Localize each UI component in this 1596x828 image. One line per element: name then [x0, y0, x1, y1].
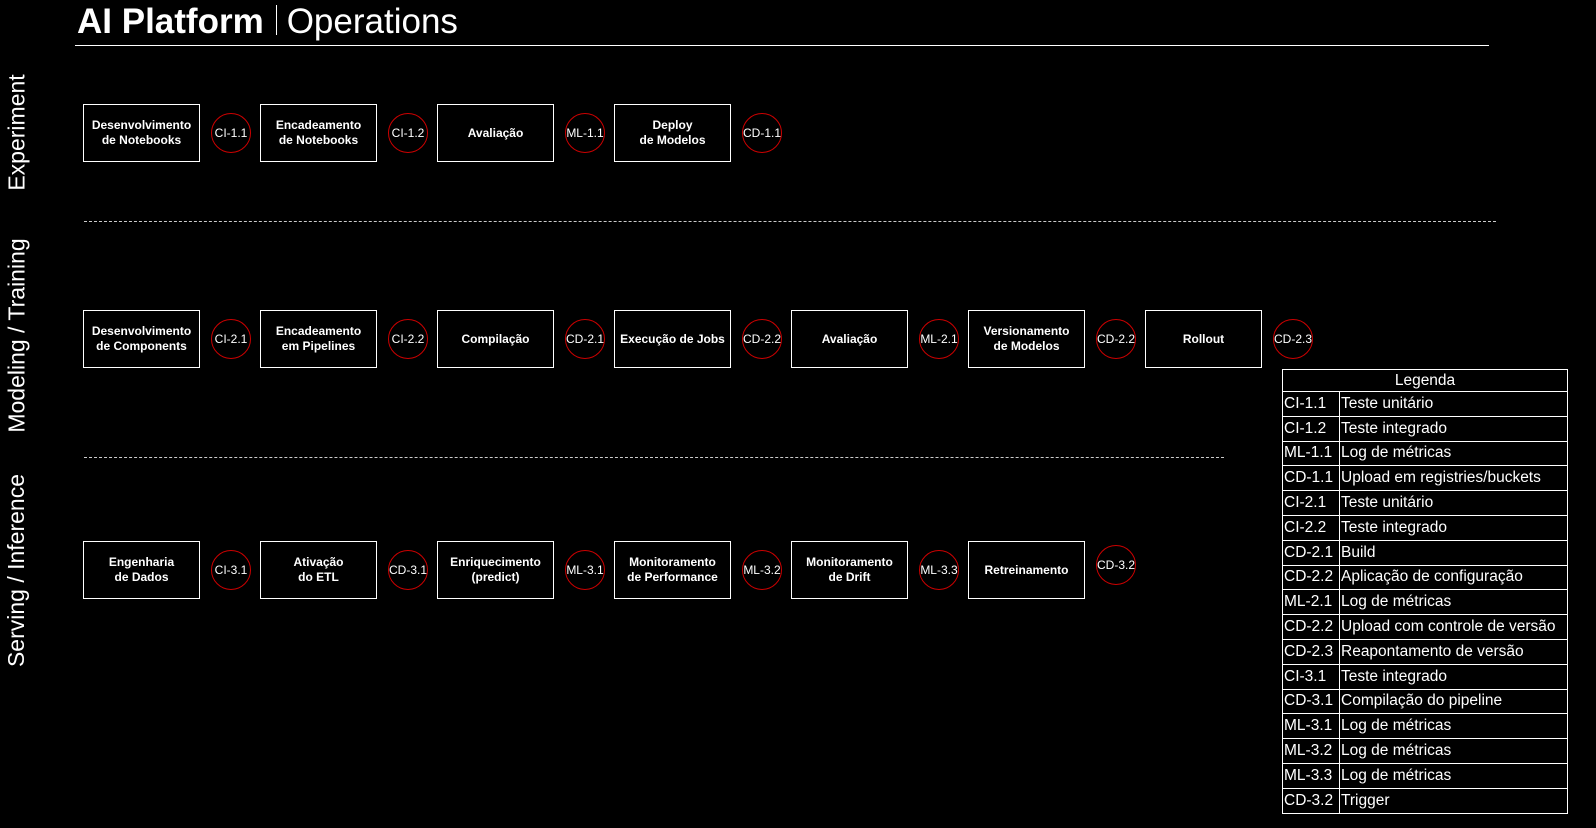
step-box: Retreinamento: [968, 541, 1085, 599]
step-badge: CI-1.2: [388, 113, 428, 153]
page-title: AI Platform Operations: [77, 2, 458, 42]
legend-description: Teste integrado: [1339, 663, 1568, 690]
step-badge: CD-2.1: [565, 319, 605, 359]
legend-code: CI-1.2: [1282, 415, 1340, 442]
legend-code: CD-3.2: [1282, 787, 1340, 814]
lane-label-modeling: Modeling / Training: [3, 237, 30, 433]
legend-description: Reapontamento de versão: [1339, 638, 1568, 665]
step-box: Compilação: [437, 310, 554, 368]
legend-description: Upload em registries/buckets: [1339, 465, 1568, 492]
step-box: Avaliação: [791, 310, 908, 368]
legend-code: ML-3.3: [1282, 762, 1340, 789]
title-underline: [75, 45, 1489, 46]
legend-description: Teste unitário: [1339, 490, 1568, 516]
step-badge: CD-2.3: [1273, 319, 1313, 359]
legend-code: CI-2.1: [1282, 490, 1340, 516]
lane-divider: [84, 221, 1496, 222]
step-badge: ML-3.1: [565, 550, 605, 590]
step-box: Encadeamento de Notebooks: [260, 104, 377, 162]
step-box: Avaliação: [437, 104, 554, 162]
step-box: Monitoramento de Drift: [791, 541, 908, 599]
step-badge: CD-3.2: [1096, 545, 1136, 585]
step-box: Encadeamento em Pipelines: [260, 310, 377, 368]
legend-code: CD-3.1: [1282, 688, 1340, 715]
lane-divider: [84, 457, 1224, 458]
legend-description: Teste unitário: [1339, 391, 1568, 417]
step-badge: CI-1.1: [211, 113, 251, 153]
lane-label-serving: Serving / Inference: [3, 473, 30, 667]
legend-code: ML-3.2: [1282, 738, 1340, 764]
title-light: Operations: [286, 2, 458, 41]
legend-description: Build: [1339, 539, 1568, 566]
legend-description: Teste integrado: [1339, 514, 1568, 541]
step-box: Monitoramento de Performance: [614, 541, 731, 599]
step-badge: ML-1.1: [565, 113, 605, 153]
legend-description: Upload com controle de versão: [1339, 614, 1568, 640]
legend-code: CI-2.2: [1282, 514, 1340, 541]
step-box: Engenharia de Dados: [83, 541, 200, 599]
legend-description: Trigger: [1339, 787, 1568, 814]
step-box: Desenvolvimento de Notebooks: [83, 104, 200, 162]
legend-code: CD-2.2: [1282, 564, 1340, 591]
step-badge: CD-2.2: [742, 319, 782, 359]
step-badge: CD-3.1: [388, 550, 428, 590]
legend-description: Log de métricas: [1339, 440, 1568, 467]
legend-description: Log de métricas: [1339, 762, 1568, 789]
step-box: Execução de Jobs: [614, 310, 731, 368]
step-badge: ML-2.1: [919, 319, 959, 359]
step-badge: CD-1.1: [742, 113, 782, 153]
legend-description: Log de métricas: [1339, 738, 1568, 764]
legend-code: CI-1.1: [1282, 391, 1340, 417]
step-badge: CI-3.1: [211, 550, 251, 590]
step-badge: CI-2.2: [388, 319, 428, 359]
legend-description: Aplicação de configuração: [1339, 564, 1568, 591]
step-box: Desenvolvimento de Components: [83, 310, 200, 368]
title-separator: [275, 5, 277, 35]
legend-code: ML-2.1: [1282, 589, 1340, 616]
step-badge: CI-2.1: [211, 319, 251, 359]
step-box: Deploy de Modelos: [614, 104, 731, 162]
legend-code: ML-1.1: [1282, 440, 1340, 467]
step-box: Rollout: [1145, 310, 1262, 368]
legend-title: Legenda: [1282, 369, 1568, 392]
title-bold: AI Platform: [77, 2, 264, 41]
legend-code: CD-2.3: [1282, 638, 1340, 665]
legend-code: CD-2.1: [1282, 539, 1340, 566]
step-badge: ML-3.2: [742, 550, 782, 590]
lane-label-experiment: Experiment: [3, 74, 30, 191]
legend-code: CD-2.2: [1282, 614, 1340, 640]
step-box: Enriquecimento (predict): [437, 541, 554, 599]
step-box: Ativação do ETL: [260, 541, 377, 599]
step-badge: CD-2.2: [1096, 319, 1136, 359]
legend-code: ML-3.1: [1282, 713, 1340, 740]
legend-description: Log de métricas: [1339, 713, 1568, 740]
legend-description: Teste integrado: [1339, 415, 1568, 442]
legend-description: Log de métricas: [1339, 589, 1568, 616]
legend-code: CI-3.1: [1282, 663, 1340, 690]
step-badge: ML-3.3: [919, 550, 959, 590]
legend-code: CD-1.1: [1282, 465, 1340, 492]
step-box: Versionamento de Modelos: [968, 310, 1085, 368]
legend-description: Compilação do pipeline: [1339, 688, 1568, 715]
